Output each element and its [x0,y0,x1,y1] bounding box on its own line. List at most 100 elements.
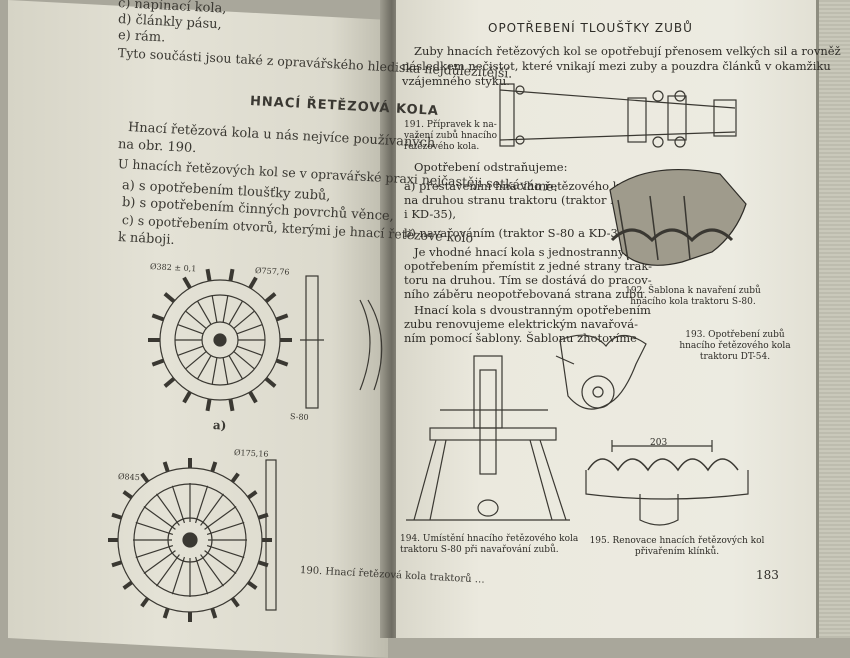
sprocket-tooth [182,276,192,290]
fig191-caption: 191. Přípravek k na- važení zubů hnacího… [404,120,500,153]
sprocket-tooth [275,313,289,322]
sprocket-tooth [228,398,235,412]
fig192-caption: 192. Šablona k navaření zubů hnacího kol… [618,286,768,308]
template-photo [609,169,747,266]
body-line-6: zubu renovujeme elektrickým navařová- [404,317,638,331]
sprocket-tooth [163,292,176,303]
fig194-caption-line: 194. Umístění hnacího řetězového kola [400,534,579,544]
sprocket-tooth [275,358,289,367]
sprocket-spoke [185,310,207,329]
intro-line-2: následkem nečistot, které vnikají mezi z… [402,59,831,73]
sprocket-spoke [211,295,218,323]
right-heading: OPOTŘEBENÍ TLOUŠŤKY ZUBŮ [488,21,693,35]
body-line-5: Hnací kola s dvoustranným opotřebením [414,303,651,317]
sprocket-tooth [205,268,212,282]
book-cover-edge [816,0,850,638]
sprocket-tooth [248,390,258,404]
fig195-caption-line: 195. Renovace hnacích řetězových kol [589,536,765,546]
sprocket-tooth [140,597,150,608]
sprocket-spoke [177,324,204,335]
sprocket-spoke [171,556,186,595]
fig195-caption: 195. Renovace hnacích řetězových kol při… [582,536,772,558]
sprocket-tooth [248,276,258,290]
sprocket-spoke [236,324,263,335]
sprocket-tooth [228,268,235,282]
sprocket-tooth [210,607,218,619]
sprocket-spoke [200,493,224,526]
fig193-caption: 193. Opotřebení zubů hnacího řetězového … [676,330,794,363]
sprocket-side-profile [265,459,277,611]
sprocket-spoke [143,550,176,574]
book-illustrations [108,83,749,622]
sprocket-wheel-drawing [108,458,272,622]
sprocket-spoke [194,485,209,524]
fig194-caption: 194. Umístění hnacího řetězového kola tr… [400,534,580,556]
sprocket-spoke [200,554,224,587]
sprocket-spoke [233,351,255,370]
sprocket-spoke [228,355,244,380]
sprocket-spoke [156,493,180,526]
sprocket-tooth [162,607,170,619]
welding-jig-drawing [499,83,737,148]
sprocket-spoke [143,506,176,530]
sprocket-tooth [182,390,192,404]
fig193-caption-line: traktoru DT-54. [699,352,771,362]
page-number: 183 [756,568,779,582]
fig193-caption-line: 193. Opotřebení zubů [685,330,785,340]
remove-b: b) navařováním (traktor S-80 a KD-35). [404,226,634,240]
sprocket-tooth [140,472,150,483]
sprocket-spoke [211,357,218,385]
sprocket-spoke [206,544,245,559]
fig192-caption-line: 192. Šablona k navaření zubů [625,286,761,296]
fig191-caption-line: važení zubů hnacího [404,131,498,141]
sprocket-spoke [228,300,244,325]
sprocket-partial-drawing [359,299,371,391]
sprocket-spoke [236,345,263,356]
sprocket-tooth [264,292,277,303]
body-line-1: Je vhodné hnací kola s jednostranným [414,245,636,259]
sprocket-spoke [185,351,207,370]
remove-a-line-2: na druhou stranu traktoru (traktor DT-54 [404,193,645,207]
sprocket-spoke [135,544,174,559]
sprocket-wheel-drawing [148,268,292,412]
sprocket-spoke [206,521,245,536]
sprocket-tooth [205,398,212,412]
sprocket-tooth [210,461,218,473]
body-line-2: opotřebením přemístit z jedné strany tra… [404,259,653,273]
fig191-caption-line: 191. Přípravek k na- [404,120,497,130]
intro-line-1: Zuby hnacích řetězových kol se opotřebuj… [414,44,841,58]
sprocket-spoke [222,357,229,385]
sprocket-spoke [194,556,209,595]
sprocket-spoke [204,550,237,574]
sprocket-spoke [204,506,237,530]
remove-a-line-3: i KD-35), [404,207,457,221]
sprocket-tooth [230,472,240,483]
right-page [396,0,816,638]
tooth-renovation-drawing [585,440,749,526]
body-line-4: ního záběru neopotřebovaná strana zubu. [404,287,648,301]
sprocket-tooth [230,597,240,608]
sprocket-spoke [222,295,229,323]
sprocket-tooth [151,358,165,367]
sprocket-spoke [171,485,186,524]
sprocket-tooth [111,512,123,520]
sprocket-spoke [196,355,212,380]
sprocket-tooth [122,580,133,590]
fig193-caption-line: hnacího řetězového kola [679,341,791,351]
sprocket-spoke [233,310,255,329]
sprocket-side-profile [305,275,319,409]
sprocket-tooth [247,490,258,500]
dim-label-203: 203 [650,438,668,448]
sprocket-tooth [162,461,170,473]
sprocket-tooth [264,377,277,388]
fig194-caption-line: traktoru S-80 při navařování zubů. [400,545,559,555]
sprocket-tooth [247,580,258,590]
intro-line-3: vzájemného styku. [402,74,510,88]
sprocket-spoke [177,345,204,356]
sprocket-spoke [135,521,174,536]
sprocket-tooth [163,377,176,388]
sprocket-tooth [151,313,165,322]
fig192-caption-line: hnacího kola traktoru S-80. [630,297,756,307]
body-line-7: ním pomocí šablony. Šablonu zhotovíme [404,331,637,345]
fig195-caption-line: přivařením klínků. [634,547,720,557]
